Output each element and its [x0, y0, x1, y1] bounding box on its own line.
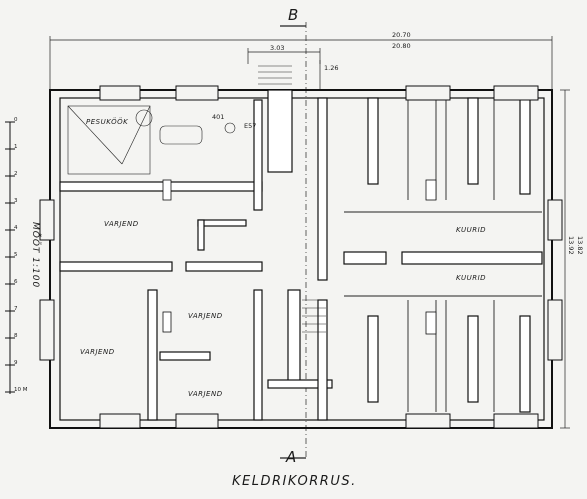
shed-partitions [344, 100, 542, 412]
windows [39, 85, 563, 429]
scale-tick-9: 9 [14, 360, 18, 366]
walls [49, 89, 553, 429]
scale-tick-2: 2 [14, 171, 18, 177]
section-mark-bottom: A [286, 448, 297, 466]
section-mark-top: B [288, 6, 299, 24]
dimension-bath-1: 401 [212, 113, 225, 121]
interior-walls [59, 89, 543, 421]
scale-tick-5: 5 [14, 252, 18, 258]
stairs [258, 65, 326, 333]
vent-stacks [162, 179, 437, 335]
dimension-width-1: 20.70 [392, 31, 411, 39]
dimension-stair-depth: 1.26 [324, 64, 339, 72]
scale-bar [5, 121, 15, 394]
scale-tick-0: 0 [14, 117, 18, 123]
scale-tick-3: 3 [14, 198, 18, 204]
scale-tick-4: 4 [14, 225, 18, 231]
dimension-stair-width: 3.03 [270, 44, 285, 52]
dimension-bath-2: E57 [244, 122, 257, 130]
drawing-title: KELDRIKORRUS. [232, 474, 357, 489]
room-label-varjend-bottom: VARJEND [188, 390, 223, 398]
dimension-width-2: 20.80 [392, 42, 411, 50]
room-label-kuurid-upper: KUURID [456, 226, 487, 234]
scale-tick-10: 10 M [14, 387, 28, 393]
scale-tick-7: 7 [14, 306, 18, 312]
scale-tick-8: 8 [14, 333, 18, 339]
pesukook-detail [67, 105, 236, 175]
room-label-varjend-top: VARJEND [104, 220, 139, 228]
room-label-kuurid-lower: KUURID [456, 274, 487, 282]
room-label-varjend-mid: VARJEND [188, 312, 223, 320]
scale-tick-6: 6 [14, 279, 18, 285]
dimension-depth-1: 13.82 [576, 236, 584, 255]
scale-tick-1: 1 [14, 144, 18, 150]
dimension-depth-2: 13.92 [567, 236, 575, 255]
room-label-pesukook: PESUKÖÖK [86, 118, 129, 126]
room-label-varjend-left: VARJEND [80, 348, 115, 356]
scale-label: MÕÕT 1:100 [30, 222, 40, 289]
